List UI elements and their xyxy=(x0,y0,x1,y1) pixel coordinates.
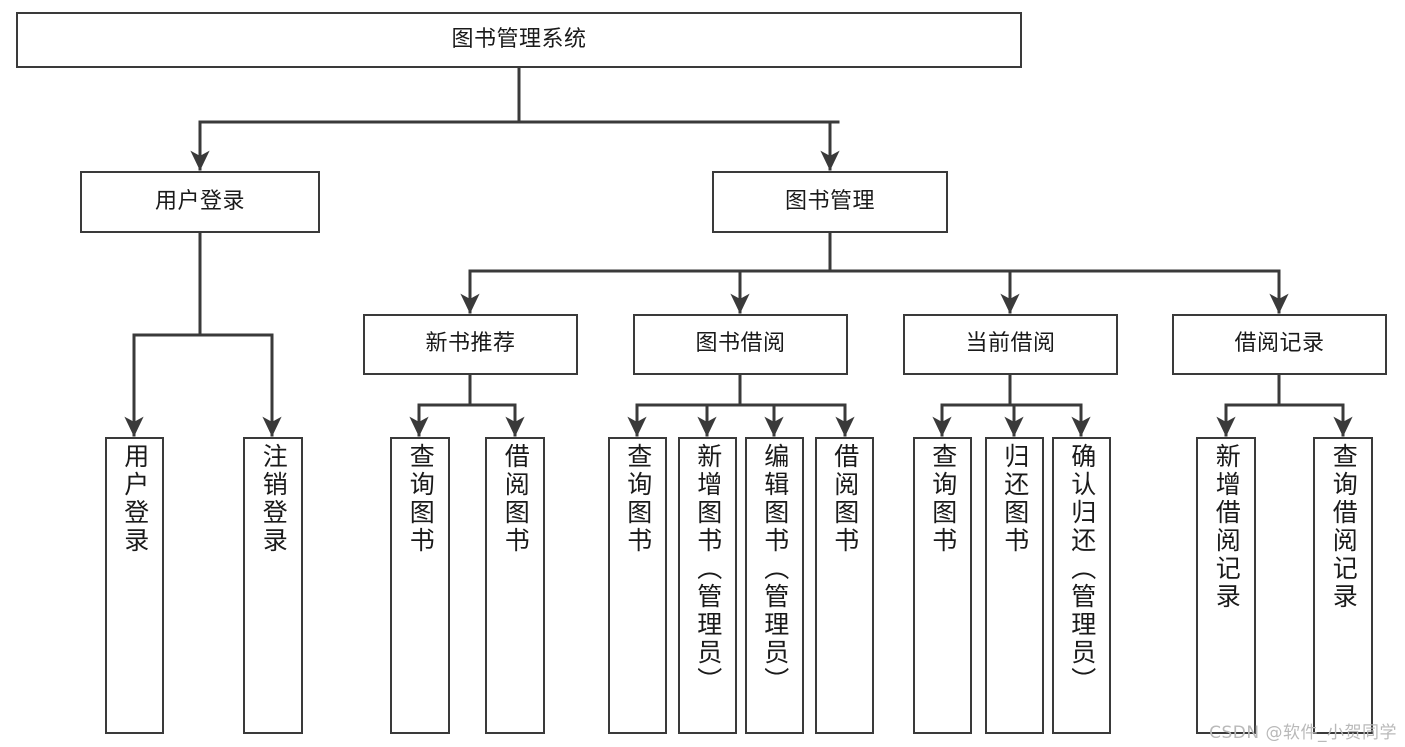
node-label: 查询图书 xyxy=(928,443,958,555)
node-label: 借阅图书 xyxy=(830,443,860,555)
leaf-query-borrow-record[interactable]: 查询借阅记录 xyxy=(1313,437,1373,734)
node-book-management[interactable]: 图书管理 xyxy=(712,171,948,233)
leaf-query-book-current[interactable]: 查询图书 xyxy=(913,437,972,734)
node-label: 图书借阅 xyxy=(695,331,786,357)
leaf-edit-book-admin[interactable]: 编辑图书（管理员） xyxy=(745,437,804,734)
leaf-borrow-book[interactable]: 借阅图书 xyxy=(815,437,874,734)
leaf-query-book-borrow[interactable]: 查询图书 xyxy=(608,437,667,734)
node-label: 新书推荐 xyxy=(425,331,516,357)
node-label: 注销登录 xyxy=(259,443,289,555)
node-label: 借阅图书 xyxy=(501,443,531,555)
leaf-confirm-return-admin[interactable]: 确认归还（管理员） xyxy=(1052,437,1111,734)
node-borrow-record[interactable]: 借阅记录 xyxy=(1172,314,1387,375)
leaf-borrow-book-new[interactable]: 借阅图书 xyxy=(485,437,545,734)
leaf-user-login[interactable]: 用户登录 xyxy=(105,437,164,734)
node-label: 图书管理 xyxy=(784,188,875,214)
node-label: 新增借阅记录 xyxy=(1212,443,1242,611)
node-label: 归还图书 xyxy=(1000,443,1030,555)
leaf-add-borrow-record[interactable]: 新增借阅记录 xyxy=(1196,437,1256,734)
node-root-system[interactable]: 图书管理系统 xyxy=(16,12,1022,68)
node-label: 当前借阅 xyxy=(965,331,1056,357)
node-label: 图书管理系统 xyxy=(451,26,587,52)
node-label: 查询借阅记录 xyxy=(1329,443,1359,611)
node-label: 编辑图书（管理员） xyxy=(760,443,790,695)
node-label: 用户登录 xyxy=(120,443,150,555)
leaf-query-book-new[interactable]: 查询图书 xyxy=(390,437,450,734)
node-book-borrow[interactable]: 图书借阅 xyxy=(633,314,848,375)
node-label: 新增图书（管理员） xyxy=(693,443,723,695)
node-new-book-recommend[interactable]: 新书推荐 xyxy=(363,314,578,375)
node-label: 查询图书 xyxy=(623,443,653,555)
node-label: 借阅记录 xyxy=(1234,331,1325,357)
node-current-borrow[interactable]: 当前借阅 xyxy=(903,314,1118,375)
node-label: 用户登录 xyxy=(154,188,245,214)
leaf-return-book[interactable]: 归还图书 xyxy=(985,437,1044,734)
node-user-login[interactable]: 用户登录 xyxy=(80,171,320,233)
leaf-logout[interactable]: 注销登录 xyxy=(243,437,303,734)
node-label: 查询图书 xyxy=(406,443,436,555)
leaf-add-book-admin[interactable]: 新增图书（管理员） xyxy=(678,437,737,734)
node-label: 确认归还（管理员） xyxy=(1067,443,1097,695)
